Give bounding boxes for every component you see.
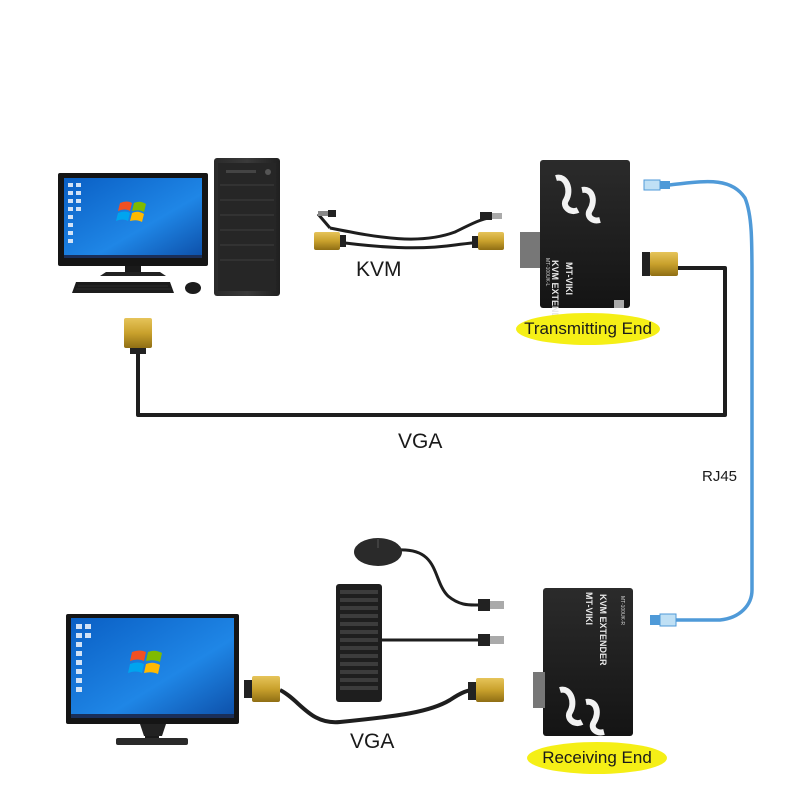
- receiver-product-text: KVM EXTENDER: [598, 594, 608, 666]
- monitor-top: [58, 173, 208, 276]
- rj45-label: RJ45: [702, 468, 738, 485]
- kvm-label: KVM: [356, 258, 402, 281]
- keyboard-top: [72, 282, 174, 293]
- receiver-brand-text: MT-VIKI: [584, 592, 594, 625]
- receiver-model-text: MT-100UK-R: [619, 596, 625, 626]
- vga-label-bottom: VGA: [350, 730, 395, 753]
- pc-tower: [214, 158, 280, 296]
- rj45-plug-top: [643, 179, 670, 191]
- transmitter-device: [520, 160, 630, 308]
- windows-logo-icon-bottom: [128, 650, 162, 674]
- mouse-cable: [397, 548, 479, 607]
- vga-cable-top: [136, 266, 727, 417]
- vga-connector-pc: [124, 318, 152, 354]
- mouse-top: [185, 282, 201, 294]
- vga-connector-receiver: [468, 678, 504, 702]
- usb-plug-small: [318, 210, 336, 217]
- rj45-plug-bottom: [650, 613, 677, 627]
- rj45-cable: [667, 179, 754, 622]
- receiver-device: [533, 588, 633, 736]
- usb-plug-keyboard: [478, 634, 504, 646]
- transmitter-brand-text: MT-VIKI: [564, 262, 574, 295]
- usb-plug-kvm-right: [480, 212, 502, 220]
- vga-connector-kvm-right: [472, 232, 504, 250]
- transmitter-model-text: MT-100UK-L: [544, 258, 550, 287]
- monitor-bottom: [66, 614, 239, 745]
- receiving-end-label: Receiving End: [527, 742, 667, 774]
- vga-connector-transmitter: [642, 252, 678, 276]
- usb-plug-mouse: [478, 599, 504, 611]
- windows-logo-icon: [116, 201, 146, 222]
- transmitting-end-label: Transmitting End: [516, 313, 660, 345]
- mouse-bottom: [354, 538, 402, 566]
- vga-connector-kvm-left: [314, 232, 346, 250]
- keyboard-bottom: [336, 584, 382, 702]
- vga-connector-monitor: [244, 676, 280, 702]
- vga-label-top: VGA: [398, 430, 443, 453]
- vga-cable-bottom: [279, 688, 475, 725]
